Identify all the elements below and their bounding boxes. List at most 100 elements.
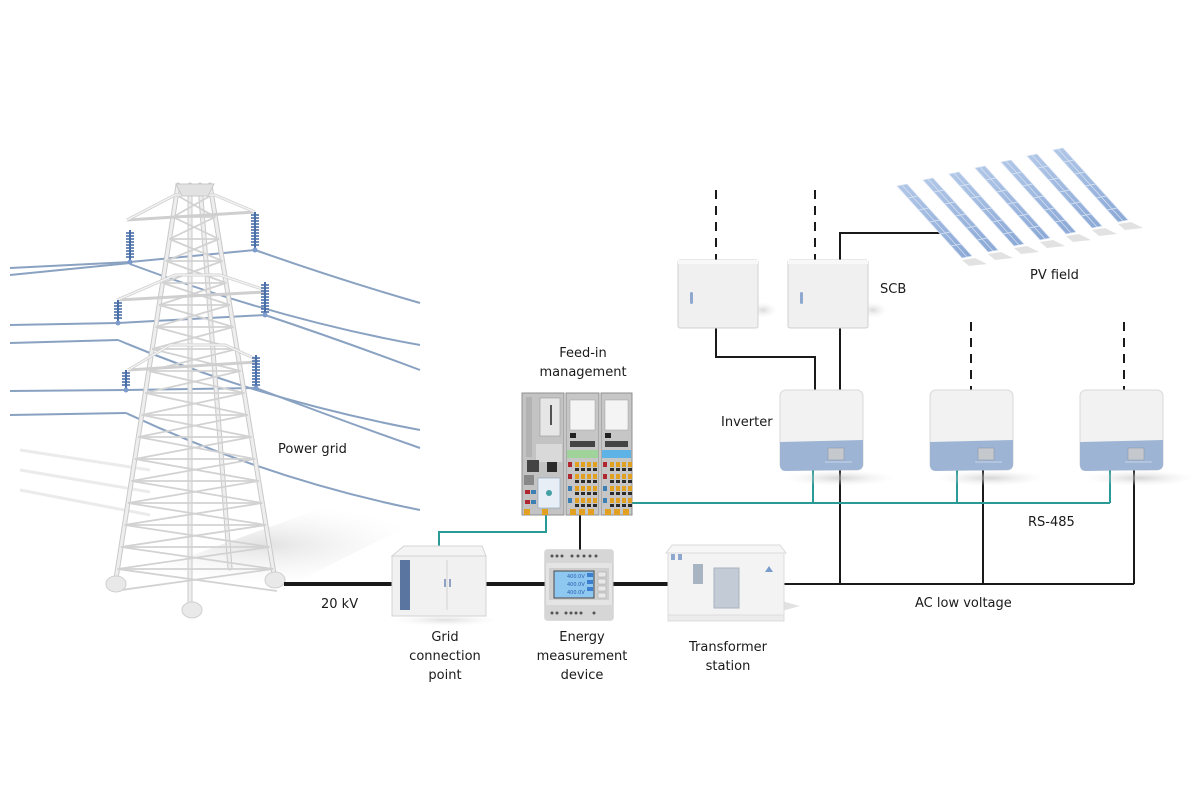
string-combiner-boxes xyxy=(677,259,887,329)
conductor-line xyxy=(254,249,421,304)
terminal-clamp xyxy=(616,486,620,491)
terminal-led xyxy=(603,474,607,479)
tower-brace xyxy=(165,238,220,262)
insulator-icon xyxy=(126,230,134,265)
terminal-clamp xyxy=(587,462,591,467)
tower-brace xyxy=(127,480,259,504)
tower-brace xyxy=(172,216,220,240)
conductor-line xyxy=(9,412,127,416)
terminal-clamp xyxy=(575,462,579,467)
tower-brace xyxy=(120,524,267,548)
pv-panel-row xyxy=(922,177,1013,260)
tower-brace xyxy=(138,414,249,438)
tower-brace xyxy=(131,458,256,482)
transmission-tower xyxy=(105,182,286,619)
label-rs485: RS-485 xyxy=(1028,515,1075,530)
terminal-led xyxy=(568,474,572,479)
inverter[interactable] xyxy=(1079,389,1195,486)
label-20kv: 20 kV xyxy=(321,597,359,612)
pv-panel-row xyxy=(974,165,1065,248)
tower-brace xyxy=(175,194,216,218)
terminal-clamp xyxy=(628,462,632,467)
tower-brace xyxy=(134,436,252,460)
tower-brace xyxy=(169,238,223,262)
conductor-line xyxy=(9,261,131,269)
label-power-grid: Power grid xyxy=(278,442,347,457)
terminal-led xyxy=(568,462,572,467)
pv-field[interactable] xyxy=(896,147,1143,266)
power-cables xyxy=(284,190,1135,586)
terminal-clamp xyxy=(587,498,591,503)
energy-measurement-device[interactable]: 400.0V 400.0V 400.0V xyxy=(544,549,614,621)
pv-panel-row xyxy=(1026,153,1117,236)
terminal-clamp xyxy=(610,498,614,503)
terminal-clamp xyxy=(622,474,626,479)
transformer-station[interactable] xyxy=(665,544,800,622)
cable-pv-scb2 xyxy=(839,232,945,262)
terminal-clamp xyxy=(616,462,620,467)
tower-brace xyxy=(113,568,274,592)
conductor-line xyxy=(9,262,131,276)
terminal-clamp xyxy=(587,474,591,479)
inverter-display xyxy=(977,447,995,461)
inverter-display xyxy=(827,447,845,461)
terminal-led xyxy=(603,462,607,467)
terminal-clamp xyxy=(575,498,579,503)
conductor-line xyxy=(264,314,421,371)
tower-brace xyxy=(124,502,263,526)
inverter[interactable] xyxy=(929,389,1045,486)
rs485-gcp-fim xyxy=(438,515,547,550)
label-scb: SCB xyxy=(880,282,907,297)
cable-scb1-inverter xyxy=(715,328,816,392)
conductor-line xyxy=(9,339,119,344)
emd-reading: 400.0V xyxy=(567,582,585,588)
inverter[interactable] xyxy=(779,389,895,486)
insulator-icon xyxy=(251,212,259,253)
insulators xyxy=(114,212,269,393)
scb-handle-icon xyxy=(800,292,803,304)
terminal-led xyxy=(603,498,607,503)
emd-reading: 400.0V xyxy=(567,590,585,596)
grid-connection-point[interactable] xyxy=(390,545,500,626)
terminal-clamp xyxy=(593,486,597,491)
tower-brace xyxy=(158,282,227,306)
terminal-clamp xyxy=(622,498,626,503)
label-feed-in-management: Feed-in management xyxy=(539,346,627,380)
tower-brace xyxy=(145,370,241,394)
terminal-clamp xyxy=(622,486,626,491)
terminal-clamp xyxy=(593,474,597,479)
terminal-led xyxy=(568,498,572,503)
terminal-clamp xyxy=(581,498,585,503)
tower-brace xyxy=(165,260,227,284)
tower-brace xyxy=(172,194,213,218)
tower-footing xyxy=(264,571,286,589)
feed-in-management-controller[interactable] xyxy=(521,392,633,516)
string-combiner-box[interactable] xyxy=(677,259,777,329)
insulator-icon xyxy=(122,370,130,393)
insulator-icon xyxy=(261,282,269,318)
label-energy-measurement-device: Energy measurement device xyxy=(536,630,628,683)
terminal-clamp xyxy=(610,486,614,491)
insulator-icon xyxy=(252,355,260,391)
label-ac-low-voltage: AC low voltage xyxy=(915,596,1012,611)
tower-brace xyxy=(155,304,231,328)
pv-panel-row xyxy=(1052,147,1143,230)
pv-panel-row xyxy=(1000,159,1091,242)
terminal-clamp xyxy=(581,486,585,491)
conductor-line xyxy=(9,322,119,326)
terminal-led xyxy=(603,486,607,491)
tower-footing xyxy=(181,601,203,619)
conductor-line xyxy=(9,389,127,392)
terminal-clamp xyxy=(593,462,597,467)
terminal-clamp xyxy=(610,462,614,467)
conductor-line xyxy=(255,387,421,449)
terminal-clamp xyxy=(587,486,591,491)
insulator-icon xyxy=(114,300,122,326)
string-combiner-box[interactable] xyxy=(787,259,887,329)
tower-brace xyxy=(141,392,245,416)
tower-brace xyxy=(162,260,223,284)
conductor-line xyxy=(125,412,421,511)
inverter-display xyxy=(1127,447,1145,461)
pv-panel-row xyxy=(896,183,987,266)
